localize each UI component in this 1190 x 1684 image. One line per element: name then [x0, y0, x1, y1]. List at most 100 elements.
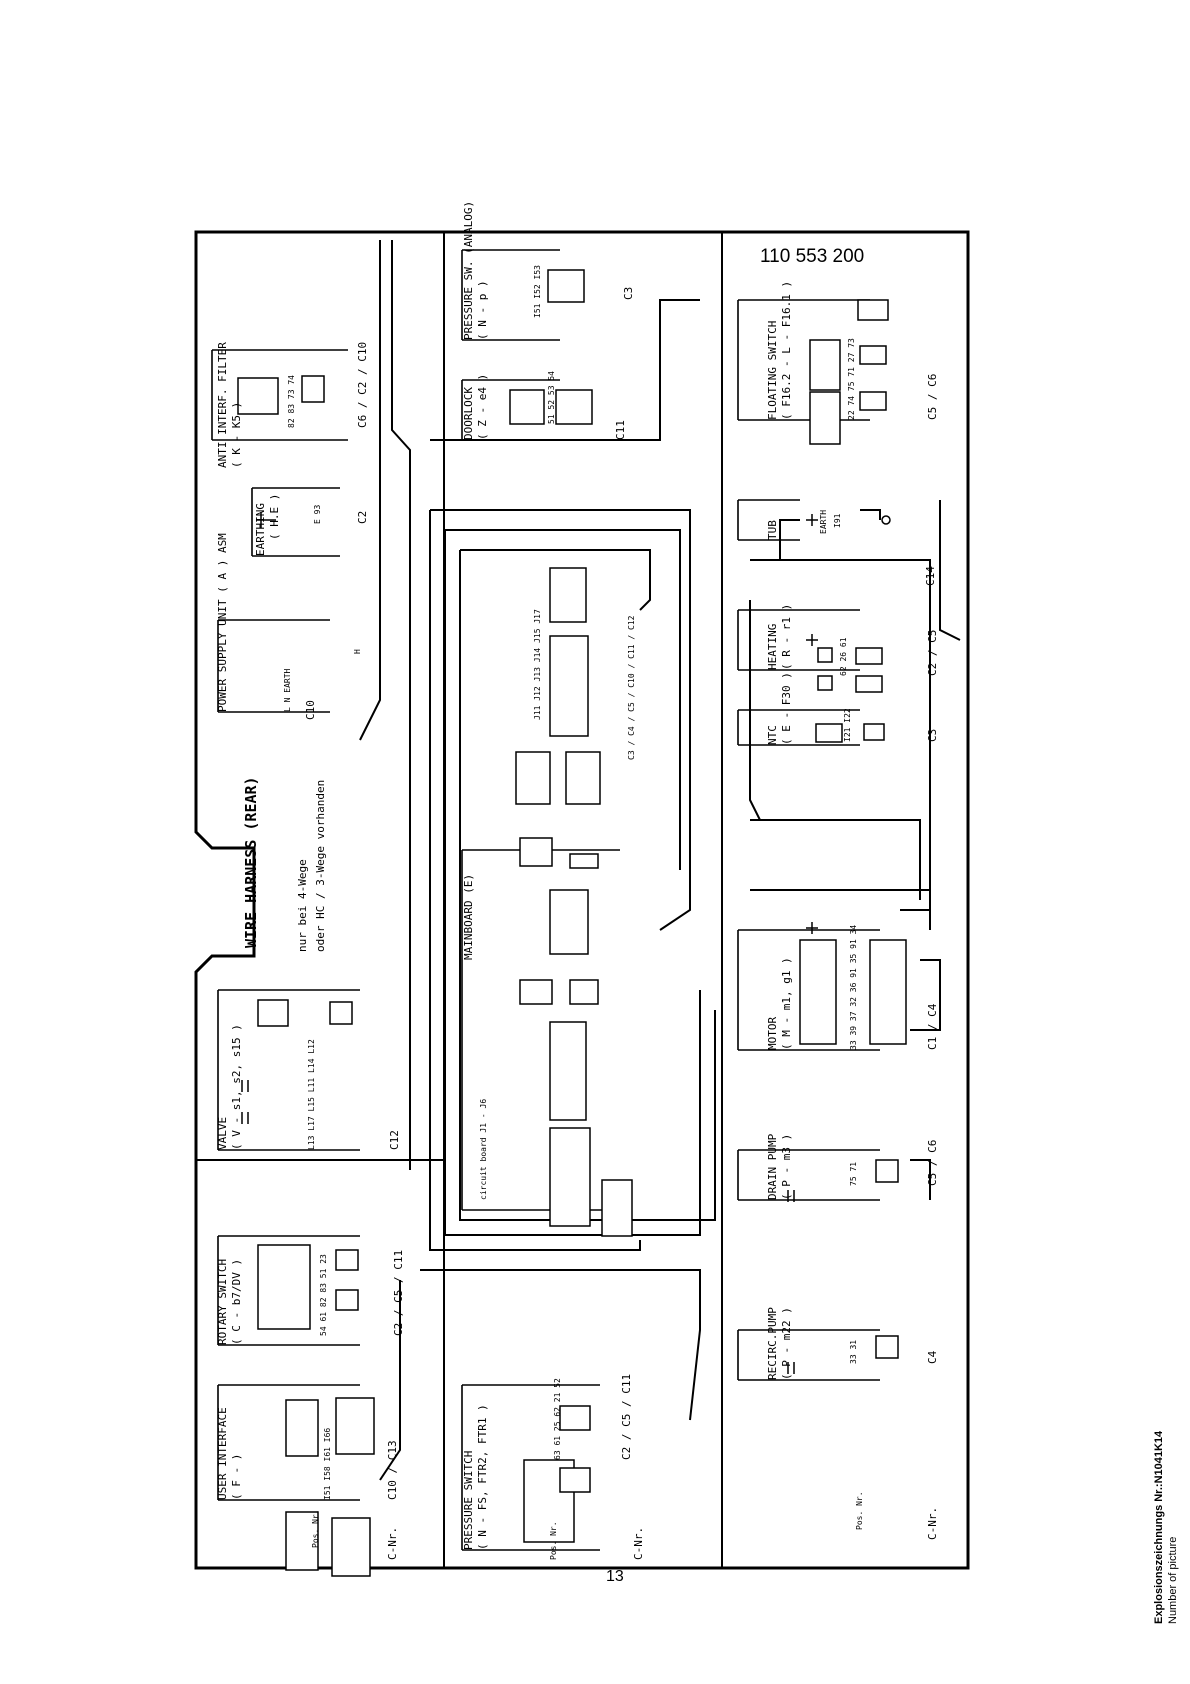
harness-title: WIRE HARNESS (REAR)	[242, 776, 260, 948]
component-drain-pump: DRAIN PUMP ( P - m3 ) 75 71 C5 / C6	[766, 1133, 939, 1200]
svg-text:( N - p ): ( N - p )	[476, 280, 489, 340]
svg-text:VALVE: VALVE	[216, 1117, 229, 1150]
svg-text:( F - ): ( F - )	[230, 1454, 243, 1500]
svg-text:( N - FS, FTR2, FTR1 ): ( N - FS, FTR2, FTR1 )	[476, 1404, 489, 1550]
svg-text:PRESSURE SWITCH: PRESSURE SWITCH	[462, 1451, 475, 1550]
svg-text:I21 I22: I21 I22	[843, 708, 852, 742]
svg-text:I91: I91	[833, 513, 842, 528]
component-brackets	[211, 249, 880, 1551]
svg-text:C2 / C5 / C11: C2 / C5 / C11	[620, 1374, 633, 1460]
svg-text:L13 L17 L15 L11 L14 L12: L13 L17 L15 L11 L14 L12	[307, 1039, 316, 1150]
svg-text:( Z - e4 ): ( Z - e4 )	[476, 374, 489, 440]
component-tub: TUB EARTH I91 C14	[766, 510, 937, 586]
svg-text:C3: C3	[622, 287, 635, 300]
cnr-row-label-right: C-Nr.	[926, 1507, 939, 1540]
svg-text:C2: C2	[356, 511, 369, 524]
caption-subtitle: Number of picture	[1167, 1536, 1179, 1624]
svg-text:C5 / C6: C5 / C6	[926, 1140, 939, 1186]
component-floating-switch: FLOATING SWITCH ( F16.2 - L - F16.1 ) 22…	[766, 281, 939, 420]
component-doorlock: DOORLOCK ( Z - e4 ) 51 52 53 54 C11	[462, 371, 627, 440]
svg-text:C3 / C4 / C5 / C10 / C11 / C12: C3 / C4 / C5 / C10 / C11 / C12	[627, 615, 636, 760]
svg-text:C-Nr.: C-Nr.	[926, 1507, 939, 1540]
svg-text:C2 / C5: C2 / C5	[926, 630, 939, 676]
earth-symbols	[256, 512, 891, 934]
svg-text:E 93: E 93	[313, 505, 322, 524]
svg-text:PRESSURE SW. (ANALOG): PRESSURE SW. (ANALOG)	[462, 201, 475, 340]
svg-text:circuit board J1 - J6: circuit board J1 - J6	[479, 1099, 488, 1200]
svg-text:oder HC / 3-Wege vorhanden: oder HC / 3-Wege vorhanden	[314, 780, 327, 952]
cnr-row-label-mid: C-Nr.	[632, 1527, 645, 1560]
component-heating: HEATING ( R - r1 ) 62 26 61 C2 / C5	[766, 604, 939, 676]
svg-text:Pos. Nr.: Pos. Nr.	[855, 1491, 864, 1530]
diagram-frame	[194, 230, 970, 1570]
svg-text:54 61 82 83 51 23: 54 61 82 83 51 23	[319, 1254, 328, 1336]
svg-text:EARTH: EARTH	[819, 510, 828, 534]
svg-text:C14: C14	[924, 566, 937, 586]
svg-text:C10: C10	[304, 700, 317, 720]
svg-text:( P - m22 ): ( P - m22 )	[780, 1307, 793, 1380]
part-number-label: 110 553 200	[760, 246, 864, 267]
svg-text:C11: C11	[614, 420, 627, 440]
svg-text:ANTI INTERF. FILTER: ANTI INTERF. FILTER	[216, 342, 229, 468]
svg-text:Pos. Nr.: Pos. Nr.	[549, 1521, 558, 1560]
svg-text:RECIRC.PUMP: RECIRC.PUMP	[766, 1307, 779, 1380]
svg-text:22 74 75 71 27 73: 22 74 75 71 27 73	[847, 338, 856, 420]
svg-text:I51 I52 I53: I51 I52 I53	[533, 265, 542, 318]
svg-text:EARTHING: EARTHING	[254, 503, 267, 556]
component-ntc: NTC ( E - F30 ) I21 I22 C3	[766, 672, 939, 745]
svg-text:WIRE HARNESS (REAR): WIRE HARNESS (REAR)	[242, 776, 260, 948]
svg-text:C-Nr.: C-Nr.	[386, 1527, 399, 1560]
connector-blocks	[237, 269, 907, 1577]
svg-text:DOORLOCK: DOORLOCK	[462, 387, 475, 440]
svg-text:nur bei 4-Wege: nur bei 4-Wege	[296, 859, 309, 952]
component-valve: VALVE ( V - s1, s2, s15 ) L13 L17 L15 L1…	[216, 1024, 401, 1150]
harness-wires	[359, 240, 961, 1481]
pos-nr-row-label-left: Pos. Nr.	[311, 1509, 320, 1548]
svg-text:FLOATING SWITCH: FLOATING SWITCH	[766, 321, 779, 420]
svg-text:H: H	[353, 649, 362, 654]
svg-text:82 83 73 74: 82 83 73 74	[287, 375, 296, 428]
svg-text:C-Nr.: C-Nr.	[632, 1527, 645, 1560]
svg-text:( K - K5 ): ( K - K5 )	[230, 402, 243, 468]
pin-markers	[241, 1080, 795, 1374]
component-recirc-pump: RECIRC.PUMP ( P - m22 ) 33 31 C4	[766, 1307, 939, 1380]
svg-text:C2 / C5 / C11: C2 / C5 / C11	[392, 1250, 405, 1336]
svg-text:C1 / C4: C1 / C4	[926, 1003, 939, 1050]
svg-text:C5 / C6: C5 / C6	[926, 374, 939, 420]
svg-text:TUB: TUB	[766, 520, 779, 540]
svg-text:( H.E ): ( H.E )	[268, 494, 281, 540]
svg-text:( F16.2 - L - F16.1 ): ( F16.2 - L - F16.1 )	[780, 281, 793, 420]
svg-text:51 52 53 54: 51 52 53 54	[547, 371, 556, 424]
svg-text:( R - r1 ): ( R - r1 )	[780, 604, 793, 670]
svg-text:C10 / C13: C10 / C13	[386, 1440, 399, 1500]
svg-text:L N EARTH: L N EARTH	[283, 668, 292, 712]
svg-text:MAINBOARD (E): MAINBOARD (E)	[462, 874, 475, 960]
svg-text:ROTARY SWITCH: ROTARY SWITCH	[216, 1259, 229, 1345]
svg-text:USER INTERFACE: USER INTERFACE	[216, 1407, 229, 1500]
svg-text:I51 I58 I61 I66: I51 I58 I61 I66	[323, 1428, 332, 1500]
svg-text:( C - b7/DV ): ( C - b7/DV )	[230, 1259, 243, 1345]
svg-text:DRAIN PUMP: DRAIN PUMP	[766, 1133, 779, 1200]
svg-text:33 39 37 32 36 91 35 91 34: 33 39 37 32 36 91 35 91 34	[849, 925, 858, 1050]
harness-note: nur bei 4-Wege oder HC / 3-Wege vorhande…	[296, 780, 327, 952]
component-user-interface: USER INTERFACE ( F - ) I51 I58 I61 I66 C…	[216, 1407, 399, 1500]
cnr-row-label-left: C-Nr.	[386, 1527, 399, 1560]
pos-nr-row-label-mid: Pos. Nr.	[549, 1521, 558, 1560]
svg-text:NTC: NTC	[766, 725, 779, 745]
svg-text:POWER SUPPLY UNIT ( A ) ASM: POWER SUPPLY UNIT ( A ) ASM	[216, 533, 229, 712]
svg-text:( V - s1, s2, s15 ): ( V - s1, s2, s15 )	[230, 1024, 243, 1150]
pos-nr-row-label-right: Pos. Nr.	[855, 1491, 864, 1530]
component-pressure-sw-analog: PRESSURE SW. (ANALOG) ( N - p ) I51 I52 …	[462, 201, 635, 340]
svg-text:33 31: 33 31	[849, 1340, 858, 1364]
svg-text:( P - m3 ): ( P - m3 )	[780, 1134, 793, 1200]
svg-text:C12: C12	[388, 1130, 401, 1150]
svg-text:110 553 200: 110 553 200	[760, 246, 864, 267]
svg-text:( E - F30 ): ( E - F30 )	[780, 672, 793, 745]
svg-text:Pos. Nr.: Pos. Nr.	[311, 1509, 320, 1548]
caption-title: Explosionszeichnungs Nr.:N1041K14	[1153, 1430, 1165, 1624]
page-number: 13	[606, 1568, 624, 1585]
component-pressure-switch: PRESSURE SWITCH ( N - FS, FTR2, FTR1 ) 6…	[462, 1374, 633, 1550]
svg-text:62 26 61: 62 26 61	[839, 637, 848, 676]
component-mainboard: MAINBOARD (E) circuit board J1 - J6 J11 …	[462, 609, 636, 1200]
